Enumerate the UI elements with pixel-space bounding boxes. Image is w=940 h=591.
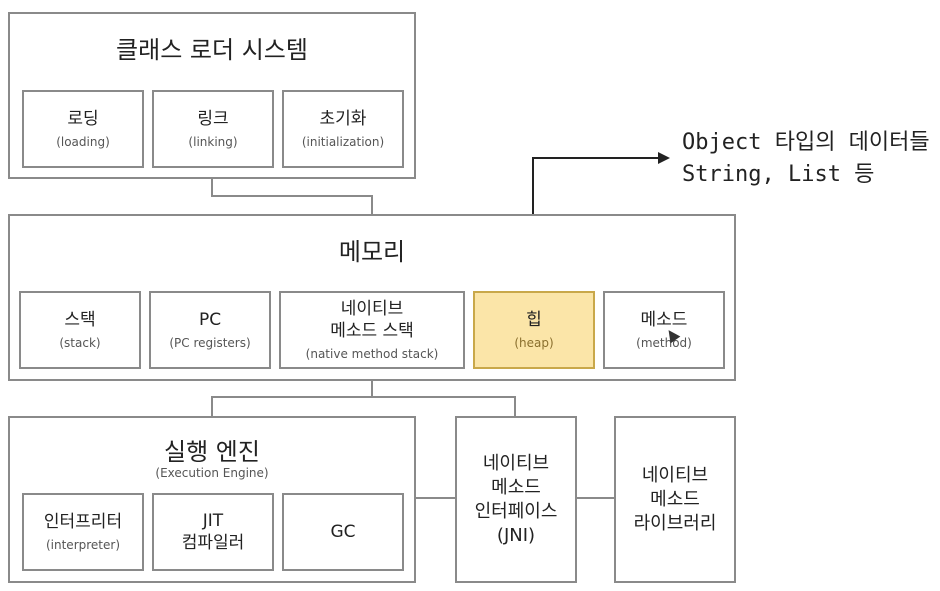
pc-sub: (PC registers) (169, 336, 251, 350)
connector-memory-engine (211, 396, 516, 417)
jit-compiler-label: JIT 컴파일러 (181, 511, 245, 553)
memory-title: 메모리 (338, 238, 406, 266)
method-sub: (method) (636, 336, 692, 350)
interpreter-sub: (interpreter) (45, 538, 120, 552)
initialization-label: 초기화 (319, 109, 367, 129)
loading-label: 로딩 (67, 109, 99, 129)
gc-box: GC (282, 493, 404, 571)
class-loader-system: 클래스 로더 시스템 로딩 (loading) 링크 (linking) 초기화… (8, 12, 416, 179)
pc-label: PC (198, 310, 222, 330)
loading-box: 로딩 (loading) (22, 90, 144, 168)
stack-sub: (stack) (59, 336, 101, 350)
memory: 메모리 스택 (stack) PC (PC registers) 네이티브 메소… (8, 214, 736, 381)
interpreter-box: 인터프리터 (interpreter) (22, 493, 144, 571)
connector-classloader-memory (211, 178, 373, 215)
native-library-box: 네이티브 메소드 라이브러리 (614, 416, 736, 583)
initialization-box: 초기화 (initialization) (282, 90, 404, 168)
annotation-line2: String, List 등 (682, 162, 875, 187)
method-label: 메소드 (640, 310, 688, 330)
native-method-stack-box: 네이티브 메소드 스택 (native method stack) (279, 291, 465, 369)
linking-label: 링크 (197, 109, 229, 129)
execution-engine-title: 실행 엔진 (164, 438, 260, 466)
method-box: 메소드 (method) (603, 291, 725, 369)
linking-sub: (linking) (188, 135, 238, 149)
stack-box: 스택 (stack) (19, 291, 141, 369)
annotation-line1: Object 타입의 데이터들 (682, 130, 930, 155)
pc-box: PC (PC registers) (149, 291, 271, 369)
loading-sub: (loading) (56, 135, 110, 149)
native-library-label: 네이티브 메소드 라이브러리 (633, 464, 717, 534)
jit-compiler-box: JIT 컴파일러 (152, 493, 274, 571)
gc-label: GC (330, 522, 356, 542)
heap-arrow-head (658, 152, 670, 164)
initialization-sub: (initialization) (301, 135, 385, 149)
jni-label: 네이티브 메소드 인터페이스 (JNI) (474, 452, 558, 546)
heap-label: 힙 (526, 310, 542, 330)
class-loader-title: 클래스 로더 시스템 (116, 36, 308, 64)
heap-sub: (heap) (514, 336, 554, 350)
heap-box: 힙 (heap) (473, 291, 595, 369)
linking-box: 링크 (linking) (152, 90, 274, 168)
native-method-stack-label: 네이티브 메소드 스택 (330, 299, 414, 341)
stack-label: 스택 (64, 310, 96, 330)
execution-engine: 실행 엔진 (Execution Engine) 인터프리터 (interpre… (8, 416, 416, 583)
jni-box: 네이티브 메소드 인터페이스 (JNI) (455, 416, 577, 583)
native-method-stack-sub: (native method stack) (305, 347, 439, 361)
interpreter-label: 인터프리터 (43, 512, 123, 532)
execution-engine-subtitle: (Execution Engine) (155, 466, 269, 480)
